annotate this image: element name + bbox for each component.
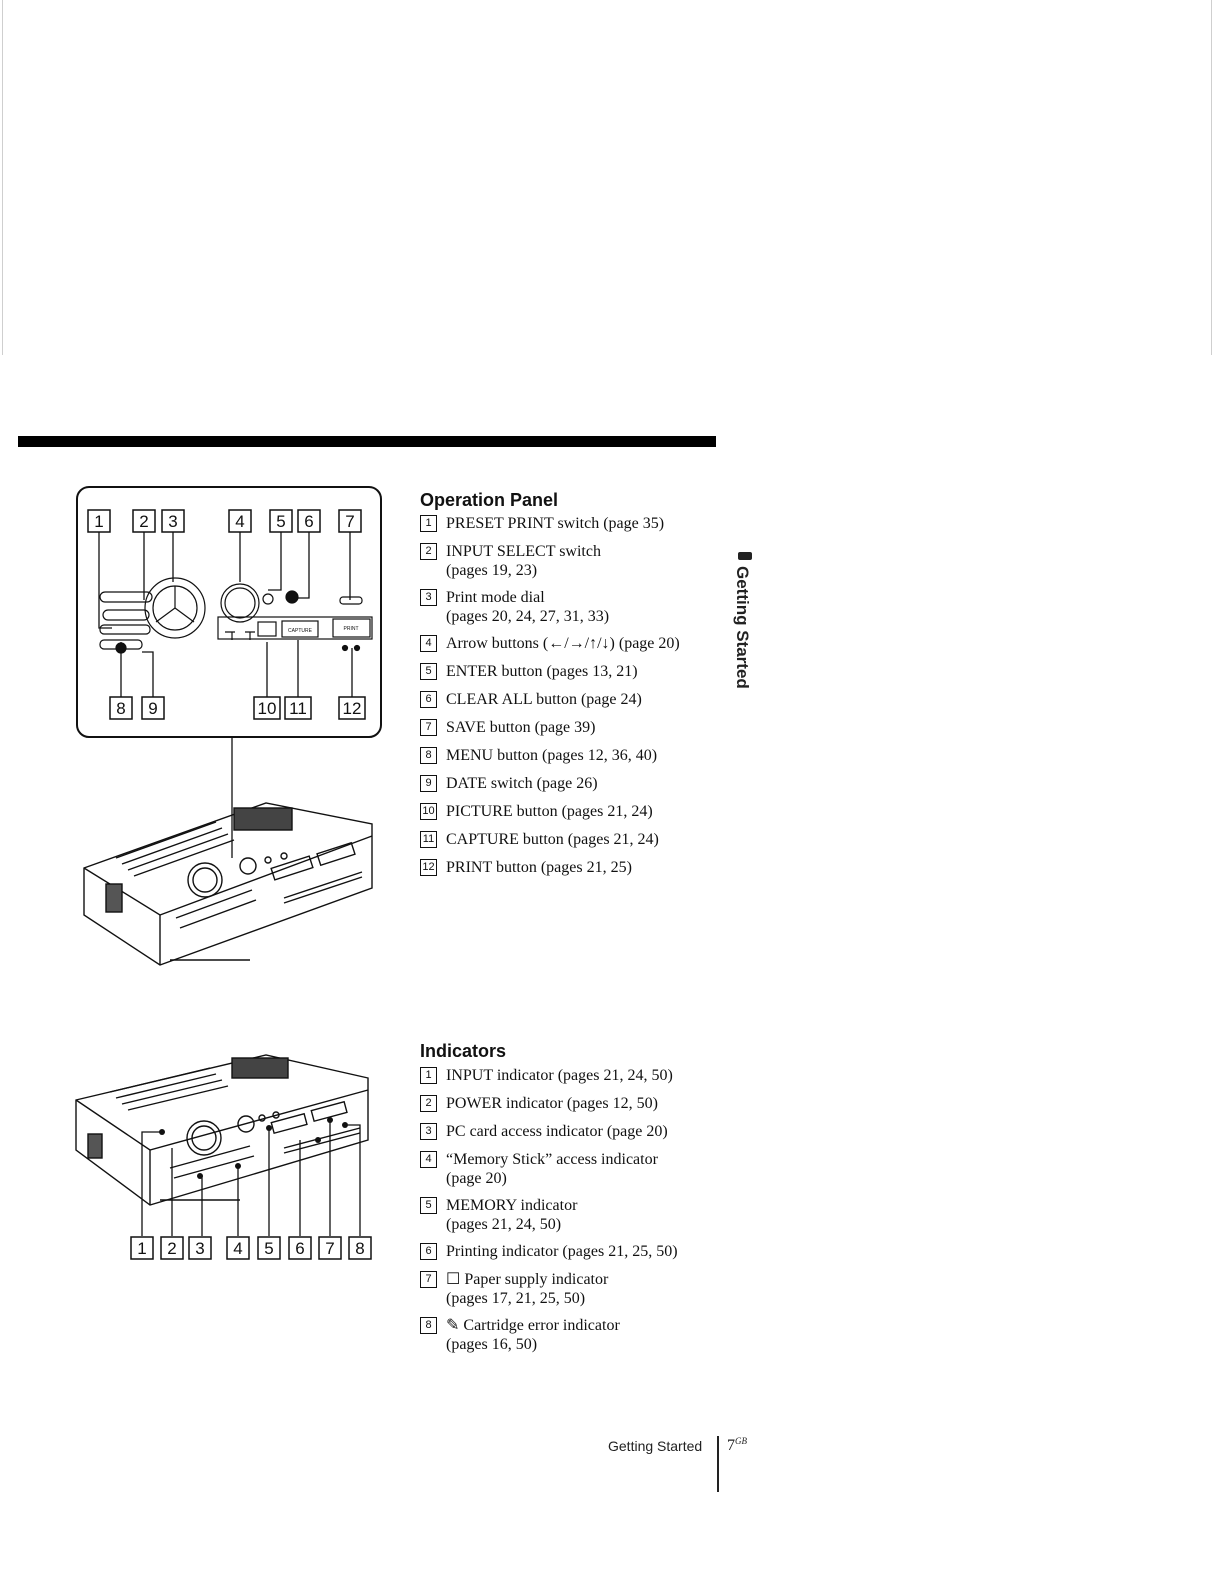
svg-text:8: 8 (116, 699, 125, 718)
indicators-figure: 1 2 3 4 5 6 7 8 (75, 1054, 372, 1260)
side-tab: Getting Started (730, 552, 760, 712)
ind-callout-3: 3 (188, 1236, 212, 1260)
svg-text:6: 6 (295, 1239, 304, 1258)
footer-divider (717, 1436, 719, 1492)
svg-text:7: 7 (345, 512, 354, 531)
panel-drawing (99, 577, 373, 654)
svg-text:7: 7 (325, 1239, 334, 1258)
ind-item-8: 8✎ Cartridge error indicator(pages 16, 5… (420, 1316, 678, 1362)
indicators-heading: Indicators (420, 1041, 507, 1061)
printer-drawing-1 (83, 802, 373, 966)
ind-callout-7: 7 (318, 1236, 342, 1260)
svg-text:1: 1 (137, 1239, 146, 1258)
printer-drawing-2 (75, 1054, 369, 1206)
left-edge-line (2, 0, 3, 355)
right-edge-line (1211, 0, 1212, 355)
svg-text:2: 2 (167, 1239, 176, 1258)
side-tab-marker (738, 552, 752, 560)
svg-text:5: 5 (276, 512, 285, 531)
svg-text:1: 1 (94, 512, 103, 531)
ind-callout-4: 4 (226, 1236, 250, 1260)
svg-text:4: 4 (235, 512, 244, 531)
svg-text:3: 3 (195, 1239, 204, 1258)
svg-text:3: 3 (168, 512, 177, 531)
svg-text:5: 5 (264, 1239, 273, 1258)
ind-callout-8: 8 (348, 1236, 372, 1260)
ind-callout-1: 1 (130, 1236, 154, 1260)
svg-text:9: 9 (148, 699, 157, 718)
operation-panel-heading: Operation Panel (420, 490, 559, 510)
svg-text:10: 10 (258, 699, 277, 718)
svg-text:4: 4 (233, 1239, 242, 1258)
ind-callout-5: 5 (257, 1236, 281, 1260)
ind-callout-2: 2 (160, 1236, 184, 1260)
panel-print-label: PRINT (344, 626, 359, 632)
ind-item-4: 4“Memory Stick” access indicator(page 20… (420, 1150, 678, 1196)
ind-callout-6: 6 (288, 1236, 312, 1260)
svg-text:8: 8 (355, 1239, 364, 1258)
svg-text:2: 2 (139, 512, 148, 531)
svg-text:6: 6 (304, 512, 313, 531)
svg-text:12: 12 (343, 699, 362, 718)
ind-item-7: 7☐ Paper supply indicator(pages 17, 21, … (420, 1270, 678, 1316)
footer-page-number: 7GB (727, 1436, 747, 1454)
footer-section: Getting Started (608, 1438, 703, 1454)
panel-capture-label: CAPTURE (288, 628, 313, 634)
operation-panel-figure: 1 2 3 4 5 6 7 8 9 10 11 12 (76, 486, 382, 966)
side-tab-label: Getting Started (733, 566, 752, 689)
section-rule (18, 436, 716, 447)
svg-text:11: 11 (289, 699, 307, 718)
